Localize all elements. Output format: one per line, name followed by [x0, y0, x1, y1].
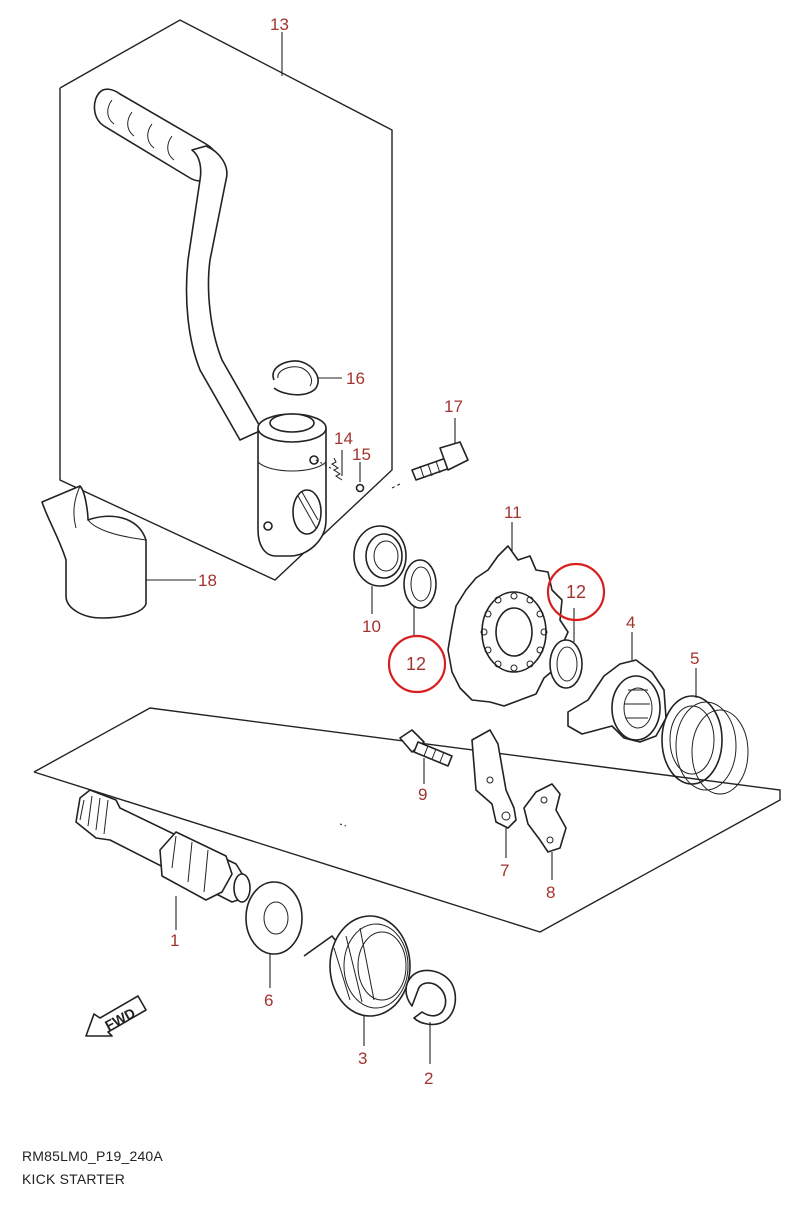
circlip-2 [405, 969, 457, 1064]
callout-1: 1 [170, 931, 179, 950]
highlight-circle-12-right [546, 562, 606, 622]
callout-9: 9 [418, 785, 427, 804]
callout-3: 3 [358, 1049, 367, 1068]
kick-shaft-assembly-frame [33, 707, 781, 933]
washer-6 [245, 881, 303, 988]
callout-12-right: 12 [566, 582, 586, 602]
bolt-17 [391, 418, 469, 489]
callout-7: 7 [500, 861, 509, 880]
callout-15: 15 [352, 445, 371, 464]
kick-shaft-1 [75, 789, 251, 930]
callout-4: 4 [626, 613, 635, 632]
callout-13: 13 [270, 15, 289, 34]
gear-11 [447, 522, 569, 707]
callout-10: 10 [362, 617, 381, 636]
bolt-9 [399, 729, 453, 784]
callout-8: 8 [546, 883, 555, 902]
ball-15 [355, 462, 365, 493]
callout-11: 11 [504, 503, 522, 522]
spring-5 [661, 668, 749, 795]
callout-17: 17 [444, 397, 463, 416]
ratchet-4 [567, 632, 667, 743]
kick-lever-13 [93, 88, 327, 557]
highlight-circle-12-left [387, 634, 447, 694]
callout-5: 5 [690, 649, 699, 668]
spring-14 [315, 450, 343, 481]
callout-2: 2 [424, 1069, 433, 1088]
washer-12-right [549, 608, 583, 689]
callout-12-left: 12 [406, 654, 426, 674]
kick-lever-assembly-frame [59, 19, 393, 581]
spring-3 [303, 915, 411, 1046]
cover-18 [41, 485, 196, 619]
callout-18: 18 [198, 571, 217, 590]
fwd-arrow-icon: FWD [85, 995, 147, 1037]
callout-6: 6 [264, 991, 273, 1010]
guide-plate-7 [471, 729, 517, 858]
circlip-16 [272, 360, 342, 396]
callout-14: 14 [334, 429, 353, 448]
diagram-title: KICK STARTER [22, 1171, 126, 1187]
diagram-code: RM85LM0_P19_240A [22, 1148, 163, 1164]
plate-8 [523, 783, 567, 880]
callout-16: 16 [346, 369, 365, 388]
washer-12-left [403, 559, 437, 636]
seal-10 [353, 525, 407, 614]
